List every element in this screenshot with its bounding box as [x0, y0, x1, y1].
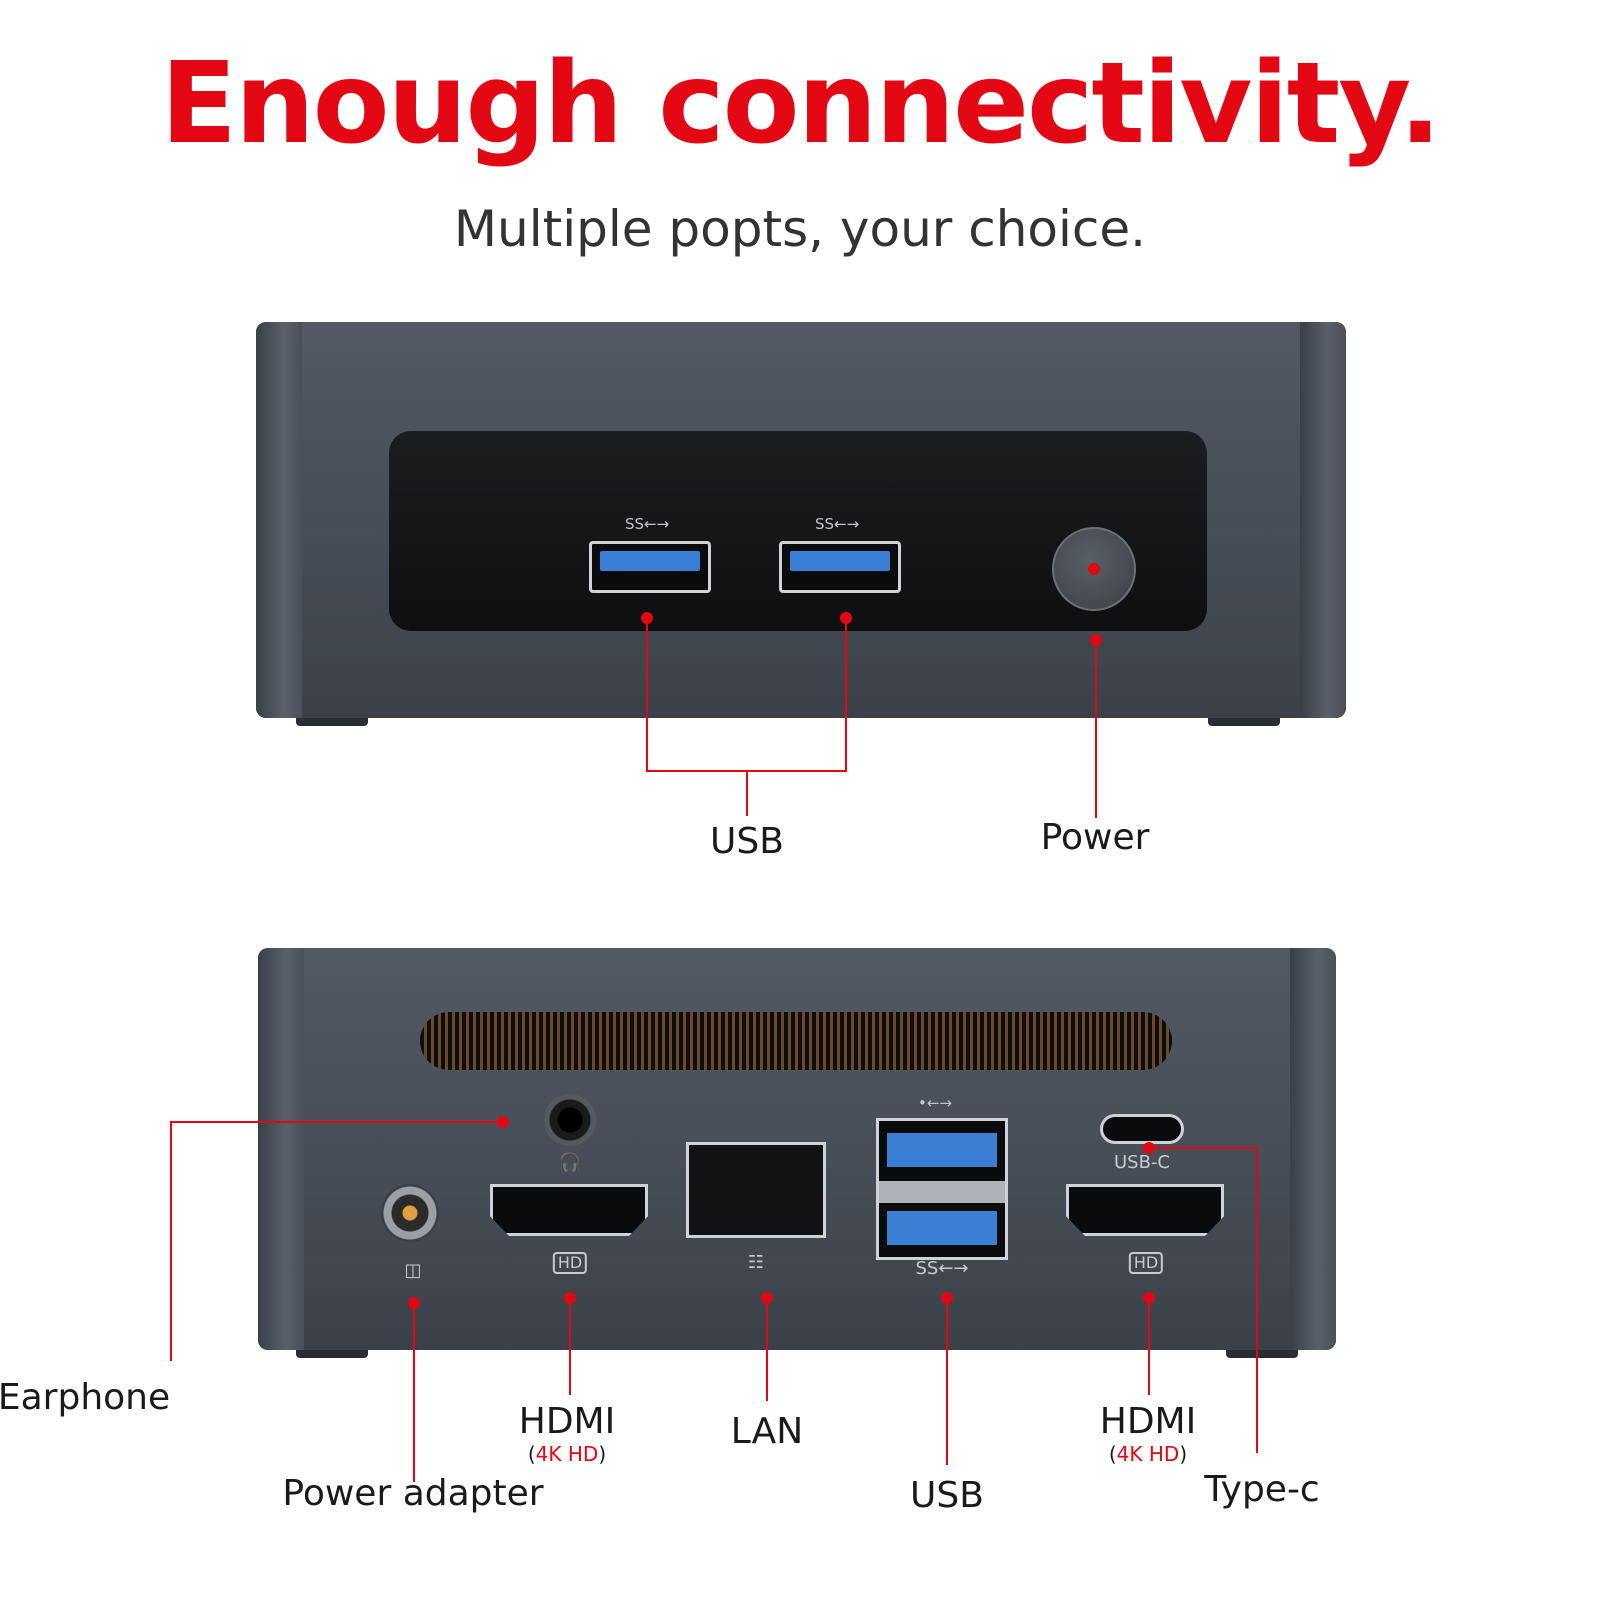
power-label: Power: [1040, 817, 1150, 858]
hd-icon: HD: [1128, 1252, 1164, 1274]
network-icon: ☷: [747, 1252, 765, 1273]
headline: Enough connectivity.: [160, 39, 1441, 169]
front-panel: SS←→ SS←→: [389, 431, 1207, 631]
rear-usb-stack: [876, 1118, 1008, 1260]
rear-device: ◫ 🎧 HD ☷ •←→ SS←→ USB-C HD: [258, 948, 1336, 1350]
usb-icon: •←→: [918, 1094, 952, 1112]
usb-icon: SS←→: [815, 515, 860, 533]
air-vent: [420, 1012, 1172, 1070]
typec-label: Type-c: [1204, 1469, 1320, 1510]
earphone-label: Earphone: [0, 1377, 171, 1418]
hdmi-right-label: HDMI: [1099, 1401, 1197, 1442]
hdmi-right-sublabel: (4K HD): [1108, 1442, 1188, 1466]
hdmi-left-label: HDMI: [518, 1401, 616, 1442]
front-usb-port-2: [779, 541, 901, 593]
dc-power-jack: [381, 1184, 439, 1242]
earphone-callout-dot: [497, 1116, 509, 1128]
front-usb-port-1: [589, 541, 711, 593]
power-adapter-icon: ◫: [404, 1260, 422, 1281]
lan-label: LAN: [730, 1411, 804, 1452]
device-foot: [296, 716, 368, 726]
device-foot: [1208, 716, 1280, 726]
device-foot: [1226, 1348, 1298, 1358]
rear-hdmi-port-2: [1066, 1184, 1224, 1236]
front-device: SS←→ SS←→: [256, 322, 1346, 718]
usb-icon: SS←→: [915, 1258, 969, 1279]
device-edge: [256, 322, 302, 718]
device-edge: [1290, 948, 1336, 1350]
front-usb-label: USB: [710, 821, 784, 862]
lan-port: [686, 1142, 826, 1238]
earphone-jack: [544, 1094, 596, 1146]
headphone-icon: 🎧: [558, 1152, 582, 1173]
hd-icon: HD: [552, 1252, 588, 1274]
rear-hdmi-port-1: [490, 1184, 648, 1236]
usb-icon: SS←→: [625, 515, 670, 533]
rear-usb-label: USB: [910, 1475, 984, 1516]
power-adapter-label: Power adapter: [282, 1473, 544, 1514]
usb-c-marking: USB-C: [1113, 1152, 1171, 1173]
device-foot: [296, 1348, 368, 1358]
hdmi-left-sublabel: (4K HD): [527, 1442, 607, 1466]
subheadline: Multiple popts, your choice.: [453, 200, 1147, 258]
power-button-icon: [1052, 527, 1136, 611]
usb-c-port: [1100, 1114, 1184, 1144]
device-edge: [258, 948, 304, 1350]
device-edge: [1300, 322, 1346, 718]
